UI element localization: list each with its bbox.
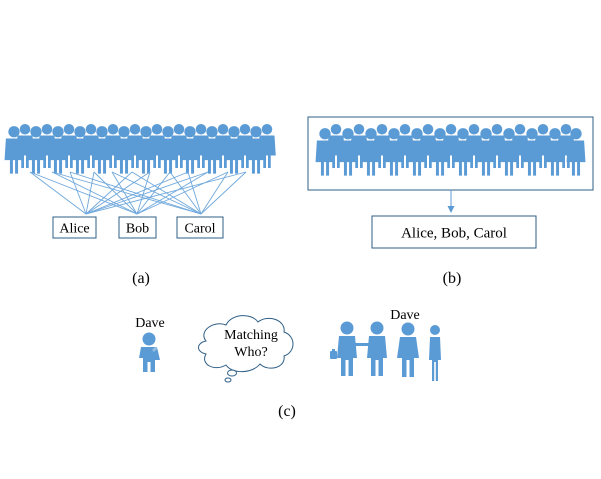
person-icon (4, 126, 24, 174)
link-line (29, 171, 87, 215)
link-line (85, 171, 151, 215)
person-icon (429, 325, 441, 381)
person-icon (92, 126, 112, 174)
link-line (200, 171, 229, 215)
person-icon (246, 126, 266, 174)
group-people (330, 321, 441, 381)
arrow-head (447, 206, 455, 213)
panel-c: Dave Matching Who? Dave (135, 308, 441, 420)
link-line (136, 171, 171, 215)
link-line (111, 171, 138, 215)
caption-a: (a) (132, 270, 150, 287)
link-line (136, 171, 229, 215)
label-dave-left: Dave (135, 316, 165, 331)
name-box-bob: Bob (118, 216, 157, 239)
crowd-a (4, 124, 276, 174)
link-line (51, 171, 138, 215)
name-box-carol: Carol (176, 216, 224, 239)
caption-b: (b) (443, 270, 462, 287)
person-icon (224, 126, 244, 174)
person-icon (337, 321, 357, 376)
link-line (169, 171, 202, 215)
link-line (85, 171, 95, 215)
person-icon (48, 126, 68, 174)
person-icon (70, 126, 90, 174)
link-line (85, 171, 209, 215)
caption-c: (c) (278, 403, 296, 420)
link-line (85, 171, 247, 215)
panel-a: Alice Bob Carol (a) (4, 124, 276, 287)
link-line (136, 171, 151, 215)
person-icon (367, 321, 387, 376)
names-box-b-text: Alice, Bob, Carol (401, 226, 507, 242)
link-line (187, 171, 202, 215)
name-alice: Alice (59, 222, 89, 237)
link-line (136, 171, 209, 215)
label-dave-group: Dave (390, 308, 420, 323)
person-icon (26, 126, 46, 174)
link-line (69, 171, 87, 215)
thought-cloud-icon (198, 315, 294, 383)
thinking-person-icon (139, 332, 161, 372)
link-line (200, 171, 247, 215)
names-box-b (371, 215, 537, 249)
link-line (69, 171, 202, 215)
person-icon-dave (397, 322, 419, 377)
handshake-arms (355, 343, 369, 346)
person-icon (180, 126, 200, 174)
panel-b: Alice, Bob, Carol (b) (307, 116, 594, 287)
link-line (85, 171, 189, 215)
link-line (51, 171, 202, 215)
link-line (29, 171, 138, 215)
briefcase-icon (330, 349, 337, 359)
name-bob: Bob (126, 222, 149, 237)
link-line (85, 171, 133, 215)
name-box-alice: Alice (52, 216, 97, 239)
link-lines-a (29, 171, 247, 215)
cloud-line-2: Who? (234, 345, 267, 360)
link-line (93, 171, 138, 215)
person-icon (114, 126, 134, 174)
person-icon (202, 126, 222, 174)
link-line (111, 171, 202, 215)
name-carol: Carol (184, 222, 215, 237)
person-icon (158, 126, 178, 174)
cloud-line-1: Matching (224, 328, 278, 343)
person-icon (136, 126, 156, 174)
